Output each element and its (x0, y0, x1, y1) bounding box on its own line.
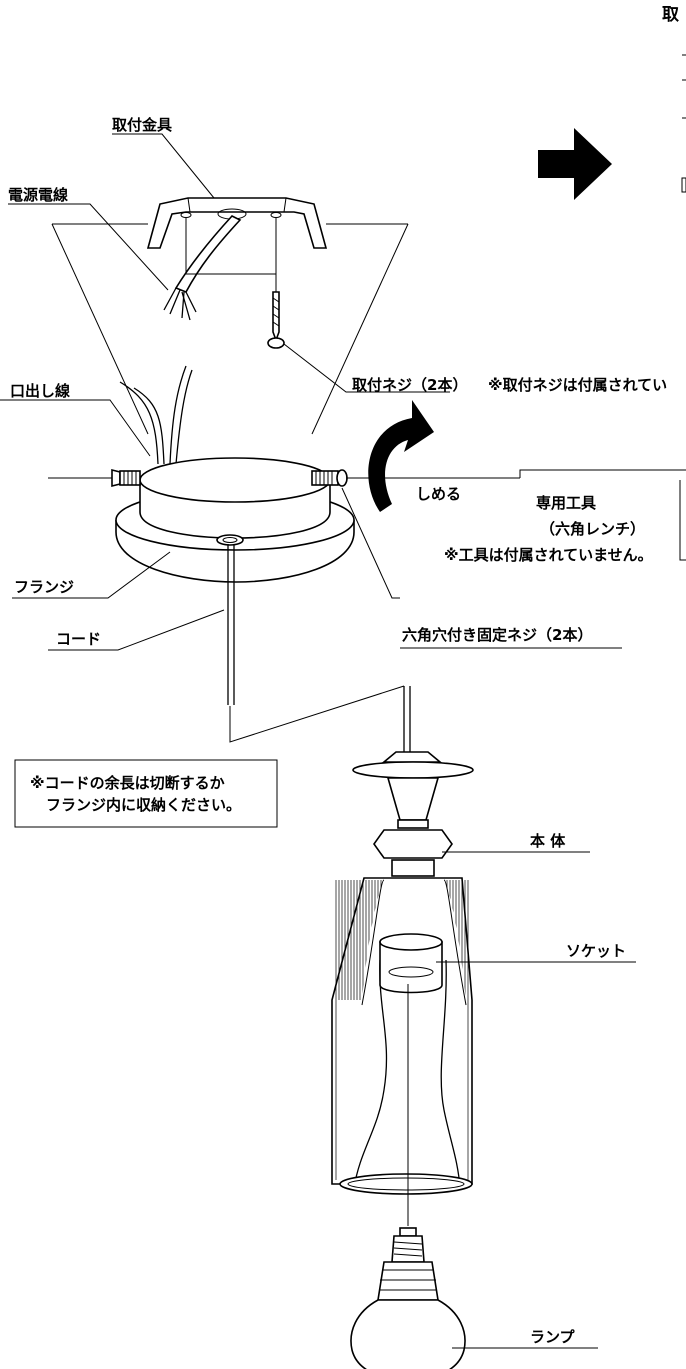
header-title-fragment: 取 (662, 5, 679, 25)
guide-funnel (51, 223, 409, 435)
cord-note-line2: フランジ内に収納ください。 (46, 796, 241, 814)
power-wire-drawing (163, 215, 242, 321)
cord-note-line1: ※コードの余長は切断するか (30, 774, 225, 792)
tool-bracket-top (519, 469, 686, 478)
label-tool-note: ※工具は付属されていません。 (444, 546, 653, 564)
arrow-right-icon (538, 128, 612, 200)
label-cord: コード (56, 630, 101, 648)
flange-drawing (115, 457, 355, 583)
mount-screw-drawing (267, 274, 285, 349)
leader-lines (0, 133, 636, 1349)
lead-wire-drawing (119, 365, 193, 465)
label-set-screw: 六角穴付き固定ネジ（2本） (402, 626, 592, 644)
label-body: 本 体 (530, 832, 566, 850)
label-socket: ソケット (566, 942, 626, 960)
socket-drawing (379, 933, 443, 994)
label-mount-screw: 取付ネジ（2本） (352, 376, 467, 394)
cord-drawing (227, 544, 411, 752)
label-power-wire: 電源電線 (8, 186, 68, 204)
label-lead-wire: 口出し線 (10, 382, 70, 400)
label-flange: フランジ (14, 578, 74, 596)
cord-note-box (14, 759, 278, 828)
curved-arrow-icon (368, 400, 434, 512)
label-tool-name: 専用工具 (536, 494, 596, 512)
label-mount-bracket: 取付金具 (112, 116, 172, 134)
set-screws-drawing (48, 468, 520, 488)
body-drawing (352, 751, 474, 877)
label-tighten: しめる (416, 485, 461, 503)
cropped-edge-marks (681, 54, 686, 193)
lamp-drawing (350, 1227, 466, 1369)
shade-drawing (331, 877, 473, 1195)
label-mount-screw-note: ※取付ネジは付属されてい (488, 376, 667, 394)
screw-guide-line (185, 218, 277, 275)
tool-bracket-right (679, 480, 686, 561)
label-lamp: ランプ (530, 1328, 576, 1346)
label-tool-type: （六角レンチ） (540, 520, 645, 538)
